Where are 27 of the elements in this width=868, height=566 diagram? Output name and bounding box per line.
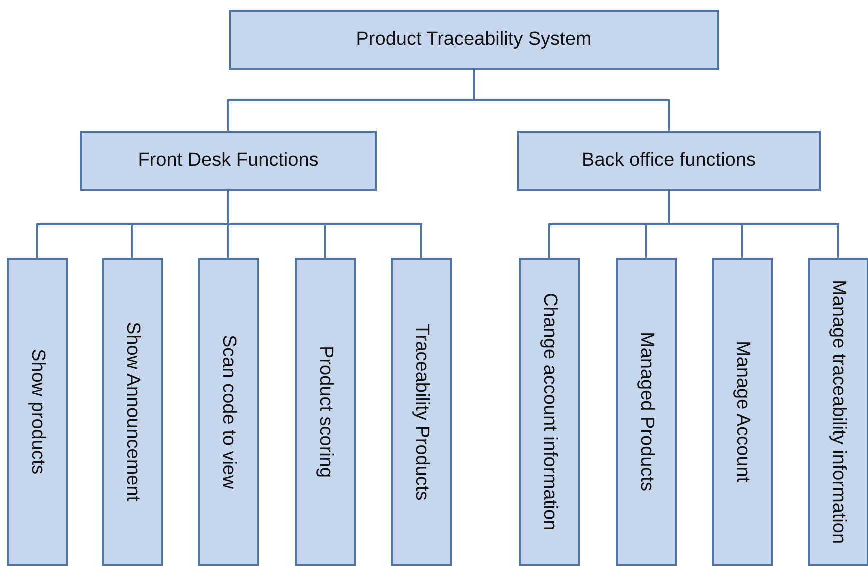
- box-label: Managed Products: [636, 332, 658, 492]
- function-box: [295, 258, 356, 566]
- category-box: [517, 131, 821, 191]
- box-label: Manage traceability information: [828, 280, 850, 544]
- function-box: [712, 258, 773, 566]
- connector-line: [473, 70, 670, 131]
- box-label: Back office functions: [582, 150, 756, 172]
- function-box: [102, 258, 163, 566]
- box-label: Product scoring: [314, 346, 336, 478]
- box-label: Show Announcement: [122, 322, 144, 502]
- function-box: [7, 258, 68, 566]
- function-box: [519, 258, 580, 566]
- category-box: [80, 131, 377, 191]
- function-box: [808, 258, 868, 566]
- box-label: Change account information: [538, 293, 560, 531]
- root-box: [229, 10, 719, 70]
- box-label: Scan code to view: [218, 334, 240, 490]
- box-label: Traceability Products: [410, 324, 432, 500]
- function-box: [198, 258, 259, 566]
- function-box: [391, 258, 452, 566]
- box-label: Manage Account: [732, 341, 754, 483]
- connector-line: [668, 191, 840, 258]
- box-label: Front Desk Functions: [138, 150, 319, 172]
- connector-line: [228, 191, 422, 258]
- box-label: Product Traceability System: [356, 29, 592, 51]
- box-label: Show products: [26, 349, 48, 475]
- function-box: [616, 258, 677, 566]
